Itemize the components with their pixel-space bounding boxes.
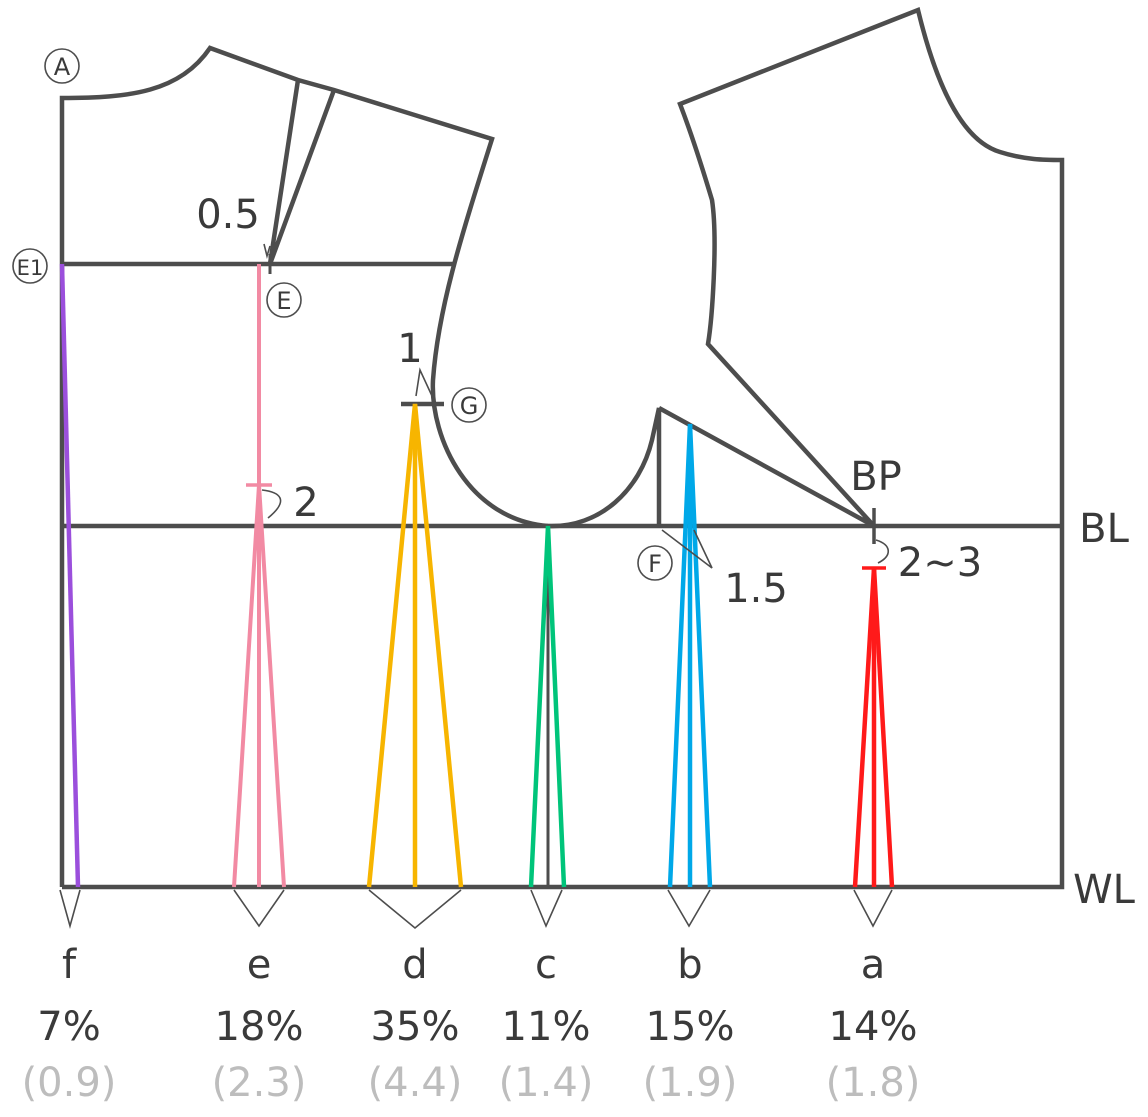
dart-f <box>59 263 81 888</box>
dart-percent: 18% <box>215 1004 304 1050</box>
legend-f: f 7% (0.9) <box>22 942 117 1106</box>
legend-e: e 18% (2.3) <box>212 942 307 1106</box>
svg-text:E1: E1 <box>17 256 44 280</box>
arrow-e <box>233 889 285 928</box>
dart-value: (2.3) <box>212 1060 307 1106</box>
leader-lines <box>261 243 890 569</box>
dart-value: (4.4) <box>368 1060 463 1106</box>
dart-letter: a <box>861 942 886 988</box>
dart-d <box>366 403 464 888</box>
dart-percent: 15% <box>646 1004 735 1050</box>
dart-c <box>528 525 567 888</box>
svg-text:A: A <box>54 53 71 81</box>
leader-2 <box>261 489 282 519</box>
dart-e <box>232 264 286 888</box>
measure-23: 2~3 <box>898 540 982 586</box>
measure-2: 2 <box>293 480 318 526</box>
dart-a <box>852 566 895 888</box>
arrow-d <box>368 889 462 930</box>
dart-value: (1.4) <box>499 1060 594 1106</box>
legend-b: b 15% (1.9) <box>643 942 738 1106</box>
svg-text:E: E <box>276 287 291 315</box>
dart-percent: 14% <box>829 1004 918 1050</box>
leader-1 <box>415 367 433 397</box>
dart-value: (0.9) <box>22 1060 117 1106</box>
dart-letter: f <box>62 942 77 988</box>
arrow-f <box>59 889 81 929</box>
dart-letter: e <box>247 942 272 988</box>
point-g: G <box>451 387 487 423</box>
dart-legend: f 7% (0.9) e 18% (2.3) d 35% (4.4) c 11%… <box>22 942 921 1106</box>
measure-1: 1 <box>397 326 422 372</box>
arrow-a <box>853 889 893 928</box>
dart-percent: 7% <box>37 1004 100 1050</box>
wl-arrows <box>59 889 893 930</box>
svg-text:G: G <box>460 392 479 420</box>
bl-label: BL <box>1079 506 1129 552</box>
leader-15 <box>661 529 713 569</box>
measure-15: 1.5 <box>724 566 788 612</box>
pattern-outline <box>59 6 1065 890</box>
point-f: F <box>637 545 673 581</box>
arrow-b <box>667 889 711 928</box>
back-bodice-outline <box>59 45 662 887</box>
front-bodice-outline <box>62 6 1065 890</box>
dart-b <box>667 423 713 888</box>
wl-label: WL <box>1073 867 1136 913</box>
dart-value: (1.8) <box>826 1060 921 1106</box>
legend-d: d 35% (4.4) <box>368 942 463 1106</box>
shoulder-dart <box>267 79 337 265</box>
legend-c: c 11% (1.4) <box>499 942 594 1106</box>
point-e: E <box>266 282 302 318</box>
measurement-labels: 0.5 1 2 1.5 2~3 BP BL WL <box>196 192 1135 913</box>
dart-letter: b <box>677 942 702 988</box>
measure-05: 0.5 <box>196 192 260 238</box>
dart-letter: c <box>535 942 557 988</box>
bp-label: BP <box>850 454 902 500</box>
legend-a: a 14% (1.8) <box>826 942 921 1106</box>
leader-05 <box>263 243 271 260</box>
arrow-c <box>530 889 563 929</box>
dart-value: (1.9) <box>643 1060 738 1106</box>
dart-letter: d <box>402 942 427 988</box>
point-e1: E1 <box>12 248 48 284</box>
point-a: A <box>44 48 80 84</box>
leader-23 <box>875 539 890 564</box>
dart-percent: 11% <box>502 1004 591 1050</box>
dart-percent: 35% <box>371 1004 460 1050</box>
point-labels: A E1 E G F <box>12 48 673 581</box>
darts <box>59 263 895 888</box>
svg-text:F: F <box>648 550 662 578</box>
